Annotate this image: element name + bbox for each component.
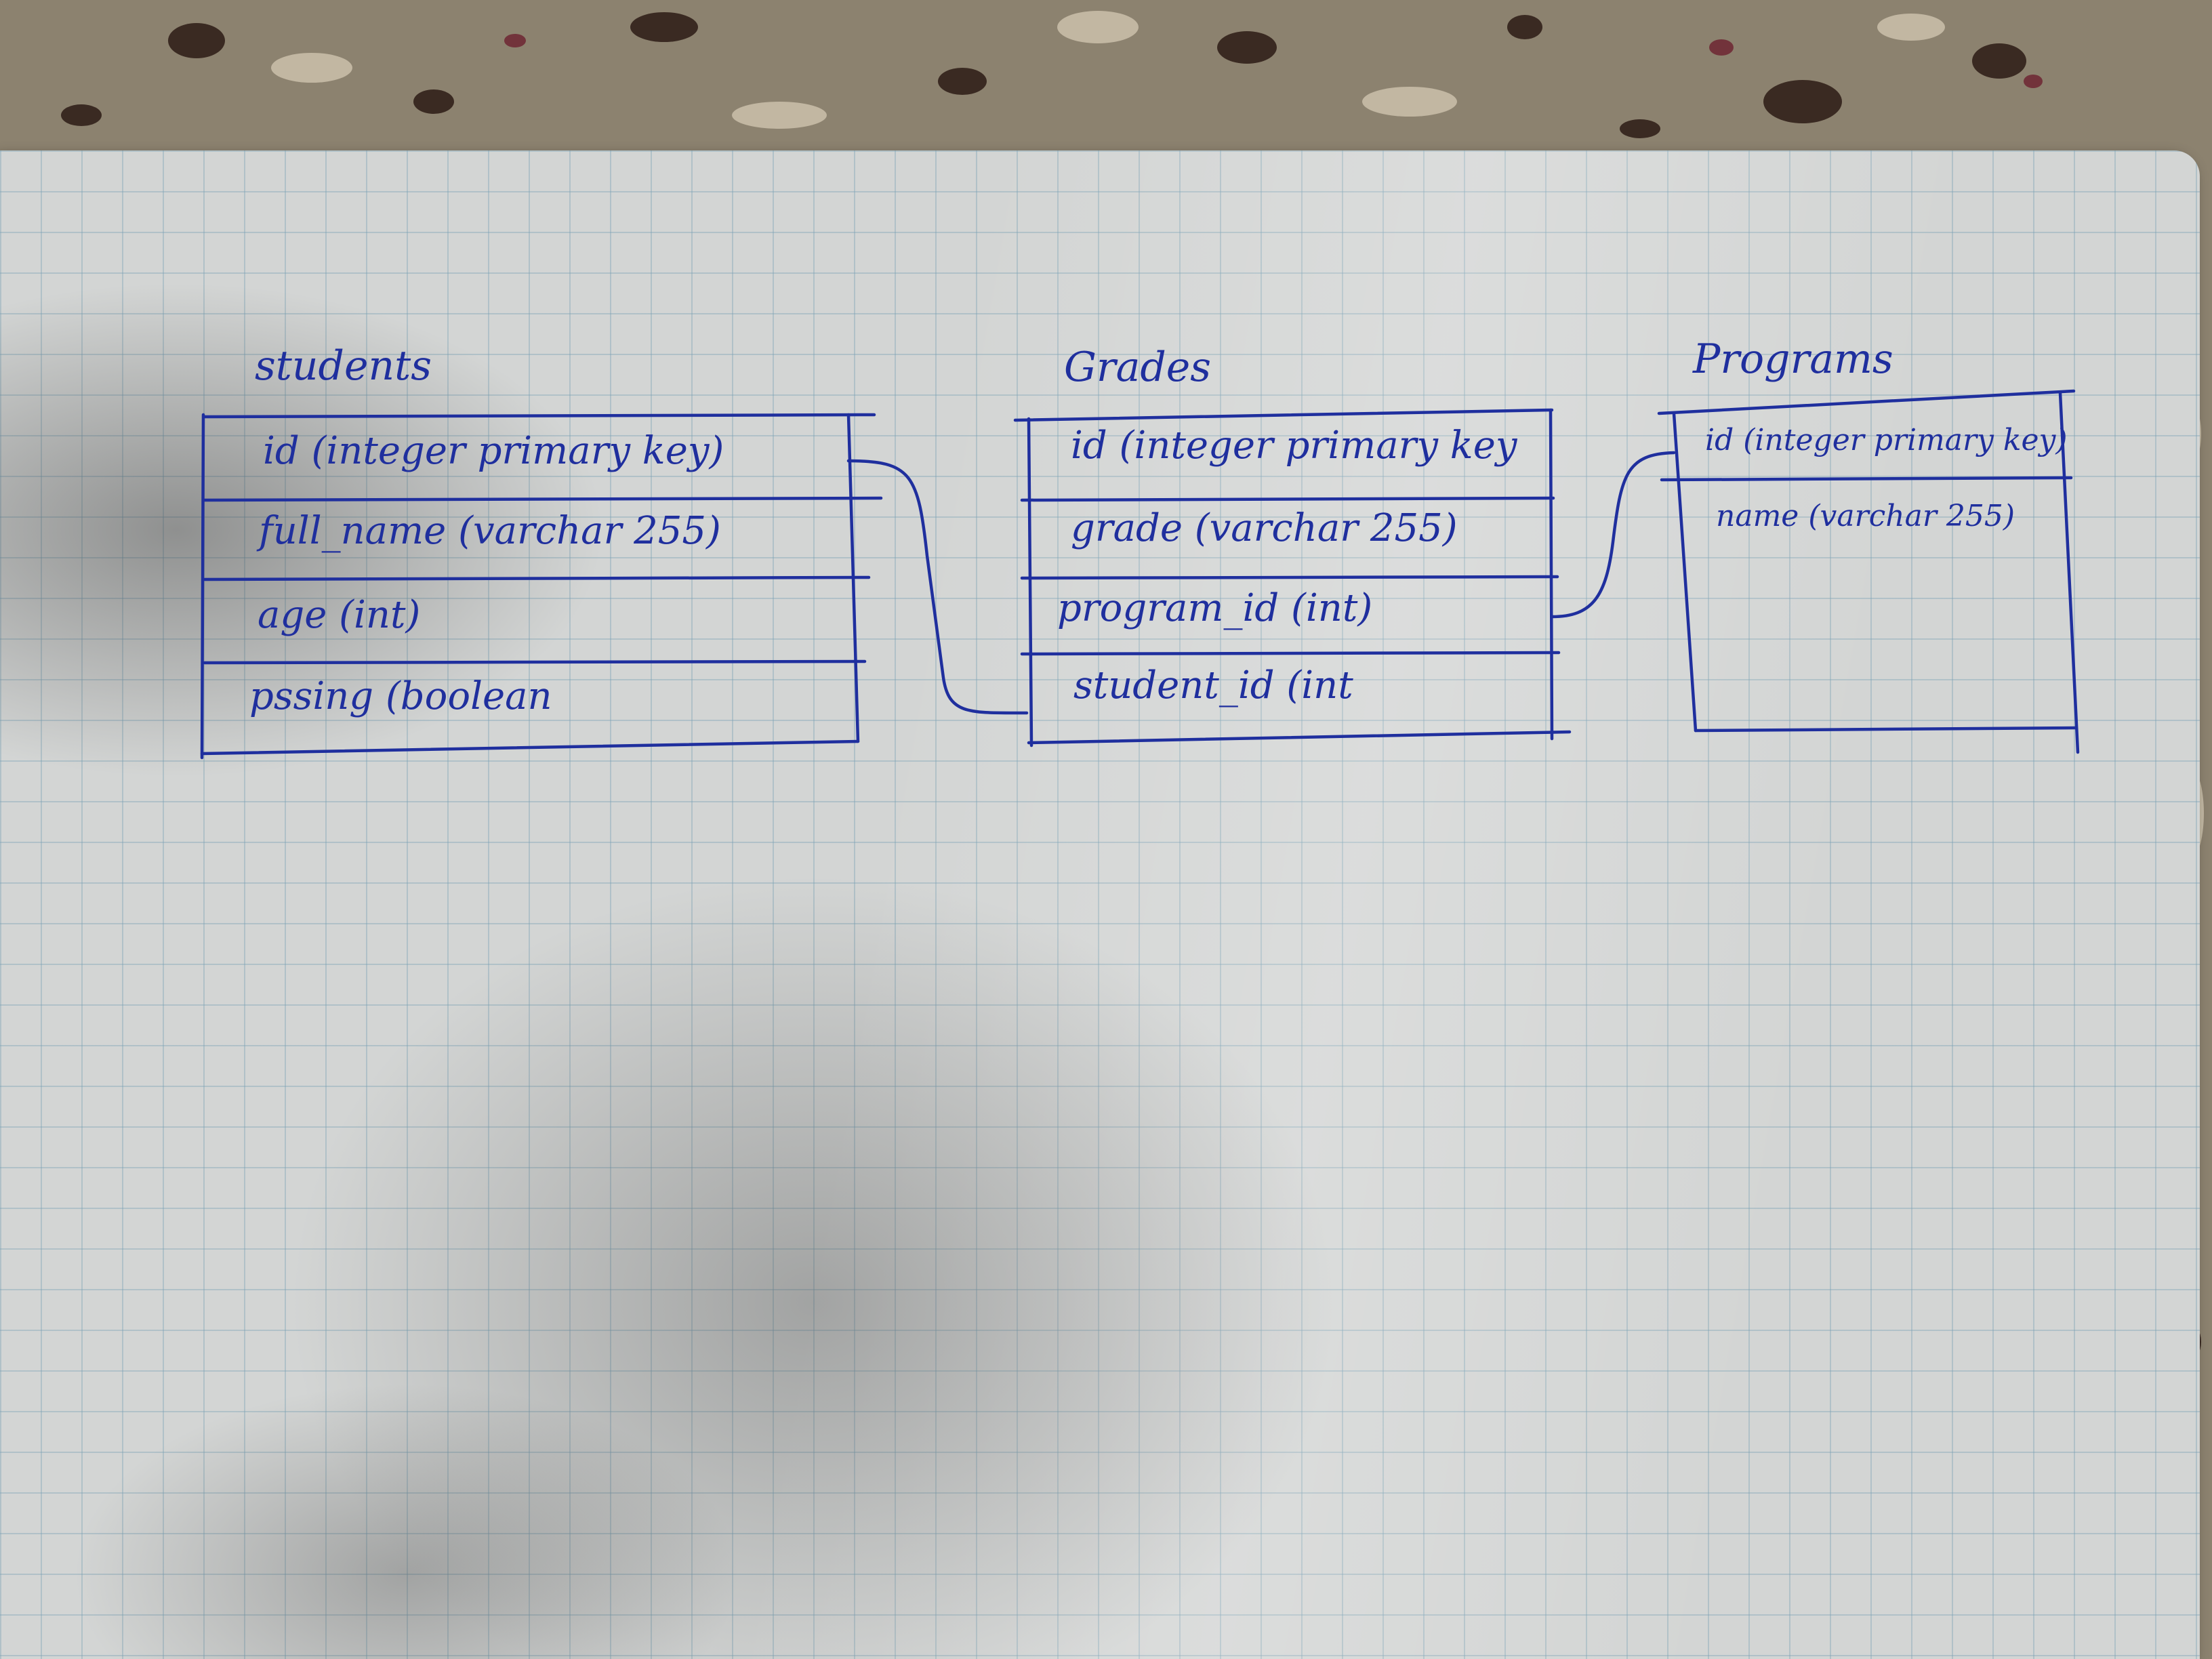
students-field-id: id (integer primary key) [263,429,724,473]
relation-grades-programs [1550,451,1676,619]
grades-table-title: Grades [1064,344,1212,391]
relation-students-grades [846,459,1029,715]
programs-field-id: id (integer primary key) [1705,423,2068,457]
programs-field-name: name (varchar 255) [1716,499,2015,533]
grades-field-student-id: student_id (int [1073,663,1353,708]
students-field-age: age (int) [258,593,421,637]
grades-table-frame [1013,408,1572,747]
students-field-passing: pssing (boolean [249,674,552,718]
grades-field-program-id: program_id (int) [1057,586,1373,630]
students-table-title: students [255,342,432,390]
programs-table-title: Programs [1693,335,1893,383]
grades-field-id: id (integer primary key [1071,424,1517,468]
programs-table-frame [1657,389,2080,754]
students-field-full-name: full_name (varchar 255) [259,509,721,553]
grades-field-grade: grade (varchar 255) [1071,506,1458,550]
students-table-frame [200,413,883,760]
